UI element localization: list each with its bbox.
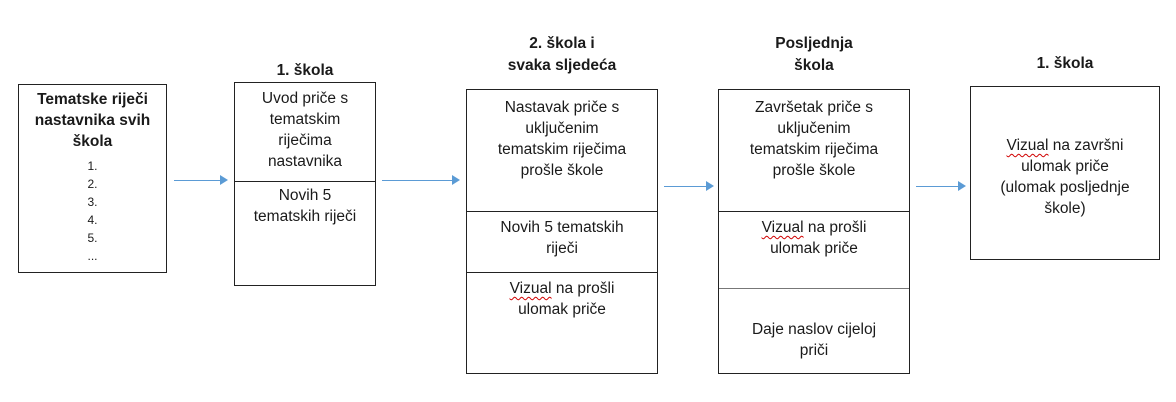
box1-title-line: Tematske riječi [37, 91, 148, 108]
text-line: Završetak priče s [754, 99, 873, 116]
text-line: Vizual na prošli [719, 217, 909, 238]
box2-header: 1. škola [276, 62, 334, 79]
text-line: Uvod priče s [261, 90, 349, 107]
box1-title: Tematske riječi nastavnika svih škola [19, 89, 166, 152]
text-line: Nastavak priče s [504, 99, 620, 116]
spellcheck-word: Vizual [1006, 137, 1049, 154]
text-line: uključenim [525, 120, 599, 137]
box2-section-intro: Uvod priče s tematskim riječima nastavni… [235, 88, 375, 172]
text-line: tematskim [269, 111, 341, 128]
divider [719, 288, 909, 289]
text-fragment: na prošli [551, 280, 615, 297]
text-line: Daje naslov cijeloj [751, 321, 877, 338]
box-thematic-words: Tematske riječi nastavnika svih škola 1.… [18, 84, 167, 273]
text-line: Novih 5 tematskih [500, 219, 624, 236]
text-line: ulomak priče [1021, 158, 1109, 175]
header-line: škola [794, 57, 834, 74]
text-line: ulomak priče [518, 301, 606, 318]
text-line: ulomak priče [770, 240, 858, 257]
box-last-school: Završetak priče s uključenim tematskim r… [718, 89, 910, 374]
box3-section-new-words: Novih 5 tematskih riječi [467, 217, 657, 259]
box4-section-visual: Vizual na prošli ulomak priče [719, 217, 909, 259]
text-line: priči [799, 342, 829, 359]
text-line: riječima [278, 132, 332, 149]
box4-header: Posljednja škola [718, 33, 910, 77]
text-fragment: na završni [1048, 137, 1124, 154]
box5-header: 1. škola [1036, 55, 1094, 72]
divider [235, 181, 375, 182]
text-fragment: na prošli [803, 219, 867, 236]
spellcheck-word: Vizual [761, 219, 804, 236]
box3-section-continuation: Nastavak priče s uključenim tematskim ri… [467, 97, 657, 181]
box4-section-ending: Završetak priče s uključenim tematskim r… [719, 97, 909, 181]
divider [467, 211, 657, 212]
text-line: Vizual na završni [971, 135, 1159, 156]
box5-section-visual: Vizual na završni ulomak priče (ulomak p… [971, 135, 1159, 219]
list-item: 3. [87, 195, 98, 209]
text-line: tematskim riječima [497, 141, 627, 158]
text-line: tematskim riječima [749, 141, 879, 158]
box4-section-title: Daje naslov cijeloj priči [719, 319, 909, 361]
box1-title-line: škola [72, 133, 113, 150]
header-line: 2. škola i [529, 35, 595, 52]
box1-title-line: nastavnika svih [34, 112, 151, 129]
box3-header: 2. škola i svaka sljedeća [466, 33, 658, 77]
box1-list: 1. 2. 3. 4. 5. ... [19, 157, 166, 265]
text-line: tematskih riječi [253, 208, 357, 225]
text-line: uključenim [777, 120, 851, 137]
box3-section-visual: Vizual na prošli ulomak priče [467, 278, 657, 320]
box-second-school: Nastavak priče s uključenim tematskim ri… [466, 89, 658, 374]
text-line: nastavnika [267, 153, 343, 170]
box-first-school: Uvod priče s tematskim riječima nastavni… [234, 82, 376, 286]
list-item: ... [87, 249, 98, 263]
divider [719, 211, 909, 212]
list-item: 5. [87, 231, 98, 245]
header-line: Posljednja [775, 35, 853, 52]
list-item: 4. [87, 213, 98, 227]
divider [467, 272, 657, 273]
spellcheck-word: Vizual [509, 280, 552, 297]
box-final-visual: Vizual na završni ulomak priče (ulomak p… [970, 86, 1160, 260]
box2-section-new-words: Novih 5 tematskih riječi [235, 185, 375, 227]
text-line: riječi [546, 240, 578, 257]
text-line: Vizual na prošli [467, 278, 657, 299]
list-item: 1. [87, 159, 98, 173]
text-line: Novih 5 [278, 187, 332, 204]
text-line: prošle škole [772, 162, 856, 179]
text-line: škole) [1044, 200, 1086, 217]
list-item: 2. [87, 177, 98, 191]
text-line: (ulomak posljednje [1000, 179, 1130, 196]
text-line: prošle škole [520, 162, 604, 179]
header-line: svaka sljedeća [507, 57, 617, 74]
